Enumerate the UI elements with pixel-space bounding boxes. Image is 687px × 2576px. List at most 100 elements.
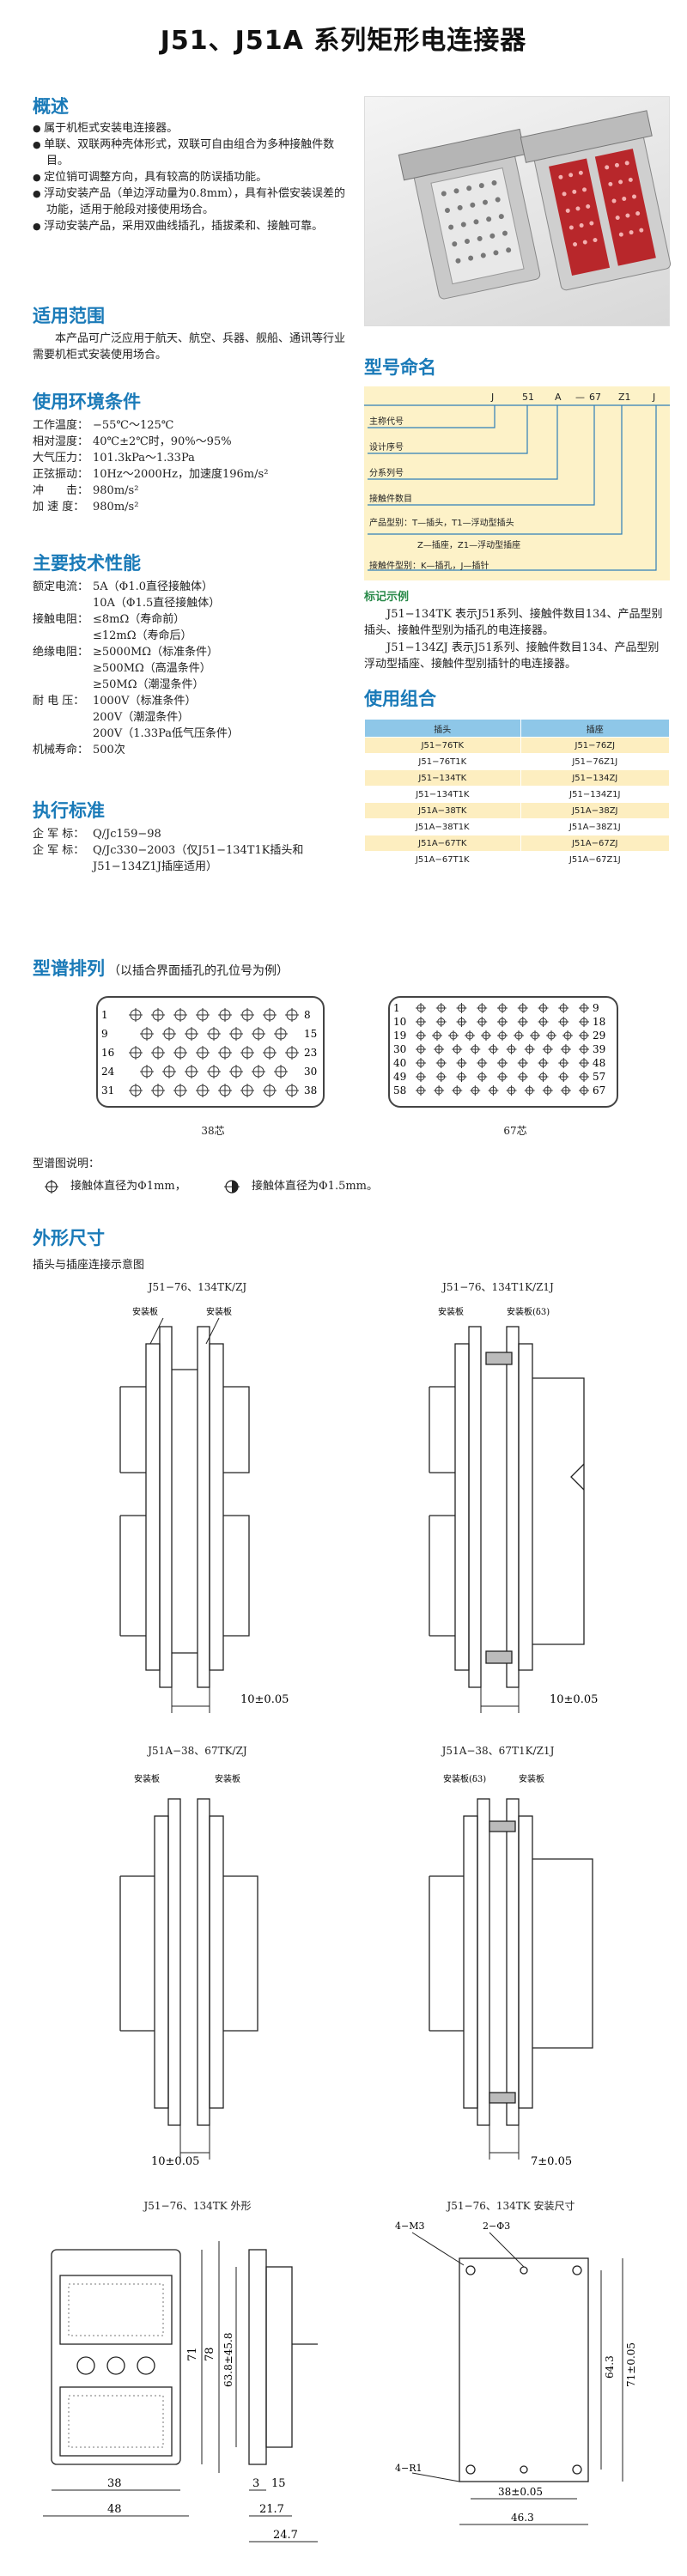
tech-key: [33, 726, 93, 742]
pin-small-icon: [416, 1085, 426, 1096]
env-key: 正弦振动：: [33, 468, 89, 481]
pin-number: 1: [101, 1009, 108, 1021]
naming-label: 设计序号: [369, 443, 404, 453]
pin-large-icon: [207, 1027, 221, 1041]
table-cell: J51−76T1K: [364, 753, 521, 770]
pin-large-icon: [140, 1027, 154, 1041]
table-cell: J51−134TK: [364, 769, 521, 787]
standard-key: 企 军 标：: [33, 844, 85, 857]
pin-small-icon: [481, 1030, 491, 1041]
table-cell: J51A−67T1K: [364, 851, 521, 868]
pin-small-icon: [488, 1044, 499, 1054]
dim-label: 46.3: [511, 2512, 534, 2524]
table-cell: J51−134ZJ: [520, 769, 671, 787]
tech-value: ≥5000MΩ（标准条件）: [93, 646, 219, 659]
pin-small-icon: [517, 1017, 528, 1027]
tech-value: 10A（Φ1.5直径接触体）: [93, 597, 221, 610]
mount-label: 安装板: [215, 1773, 240, 1784]
table-cell: J51A−67TK: [364, 835, 521, 852]
pin-small-icon: [524, 1085, 535, 1096]
table-cell: J51A−38ZJ: [520, 802, 671, 819]
table-cell: J51−76TK: [364, 737, 521, 754]
overview-item: 单联、双联两种壳体形式，双联可自由组合为多种接触件数目。: [33, 137, 350, 169]
table-header-row: 插头插座: [364, 719, 671, 738]
pin-large-icon: [173, 1008, 187, 1022]
pin-large-icon: [185, 1065, 198, 1078]
overview-item: 属于机柜式安装电连接器。: [33, 120, 350, 137]
code-part: 51: [522, 392, 534, 403]
pin-small-icon: [456, 1003, 467, 1013]
pin-small-icon: [477, 1058, 488, 1068]
naming-label: 接触件型别：K—插孔，J—插针: [369, 562, 489, 571]
example-line: J51−134ZJ 表示J51系列、接触件数目134、产品型别浮动型插座、接触件…: [364, 641, 660, 671]
pin-large-icon: [252, 1027, 265, 1041]
mount-label: 安装板: [132, 1306, 158, 1317]
pin-small-icon: [416, 1044, 426, 1054]
pin-small-icon: [435, 1003, 447, 1013]
naming-label: 接触件数目: [369, 495, 412, 504]
pin-small-icon: [477, 1003, 488, 1013]
pinout-subtitle: （以插合界面插孔的孔位号为例）: [108, 964, 289, 978]
pinout-38-caption: 38芯: [201, 1125, 225, 1137]
naming-lines: [364, 404, 670, 571]
pin-large-icon: [196, 1084, 210, 1097]
pin-large-icon: [151, 1084, 165, 1097]
table-cell: J51−134T1K: [364, 786, 521, 803]
combo-heading: 使用组合: [364, 689, 436, 709]
tech-value: 5A（Φ1.0直径接触体）: [93, 580, 213, 593]
drawing-2: 10±0.05 安装板 安装板(δ3): [429, 1306, 598, 1713]
table-cell: J51−76ZJ: [520, 737, 671, 754]
pin-small-icon: [506, 1044, 517, 1054]
env-heading: 使用环境条件: [33, 392, 141, 412]
env-value: 980m/s²: [93, 484, 139, 497]
env-value: 40℃±2℃时，90%～95%: [93, 435, 232, 448]
pin-small-icon: [416, 1030, 426, 1041]
pin-small-icon: [456, 1058, 467, 1068]
pin-large-icon: [240, 1084, 254, 1097]
pin-number: 67: [593, 1084, 605, 1097]
pin-small-icon: [470, 1085, 481, 1096]
pin-small-icon: [434, 1044, 445, 1054]
pin-number: 30: [304, 1066, 317, 1078]
pin-number: 19: [393, 1030, 406, 1042]
scope-heading: 适用范围: [33, 306, 105, 326]
pin-large-icon: [285, 1008, 299, 1022]
pin-number: 49: [393, 1071, 406, 1083]
pin-large-icon: [223, 1179, 240, 1194]
pin-number: 8: [304, 1009, 311, 1021]
pin-small-icon: [579, 1085, 589, 1096]
pin-large-icon: [196, 1008, 210, 1022]
tech-heading: 主要技术性能: [33, 553, 141, 574]
dim-label: 78: [204, 2347, 216, 2361]
env-value: 10Hz～2000Hz，加速度196m/s²: [93, 468, 269, 481]
pin-small-icon: [546, 1030, 556, 1041]
pin-small-icon: [416, 1017, 426, 1027]
drawing-5: 71 78 63.8±45.8 38 48 3 15 21.7 24.7: [43, 2241, 318, 2543]
legend-text-2: 接触体直径为Φ1.5mm。: [252, 1180, 379, 1193]
pin-large-icon: [263, 1008, 277, 1022]
env-value: 101.3kPa～1.33Pa: [93, 452, 195, 465]
pin-number: 40: [393, 1057, 406, 1069]
pin-small-icon: [579, 1017, 589, 1027]
overview-item: 定位销可调整方向，具有较高的防误插功能。: [33, 169, 350, 185]
mount-label: 安装板(δ3): [507, 1306, 550, 1317]
standard-key: 企 军 标：: [33, 828, 85, 841]
pin-small-icon: [477, 1072, 488, 1082]
pin-small-icon: [435, 1058, 447, 1068]
env-key: 工作温度：: [33, 419, 89, 432]
pin-large-icon: [129, 1046, 143, 1060]
dim-label: 71±0.05: [625, 2342, 637, 2387]
pin-large-icon: [196, 1046, 210, 1060]
connector-photo-illustration: [398, 110, 672, 300]
outline-heading: 外形尺寸: [33, 1228, 105, 1249]
pin-small-icon: [497, 1030, 508, 1041]
pin-large-icon: [252, 1065, 265, 1078]
tech-key: 耐 电 压：: [33, 695, 85, 708]
pin-small-icon: [416, 1072, 426, 1082]
tech-value: 500次: [93, 744, 125, 756]
drawing-title: J51A−38、67TK/ZJ: [148, 1745, 247, 1757]
tech-key: 额定电流：: [33, 580, 89, 593]
